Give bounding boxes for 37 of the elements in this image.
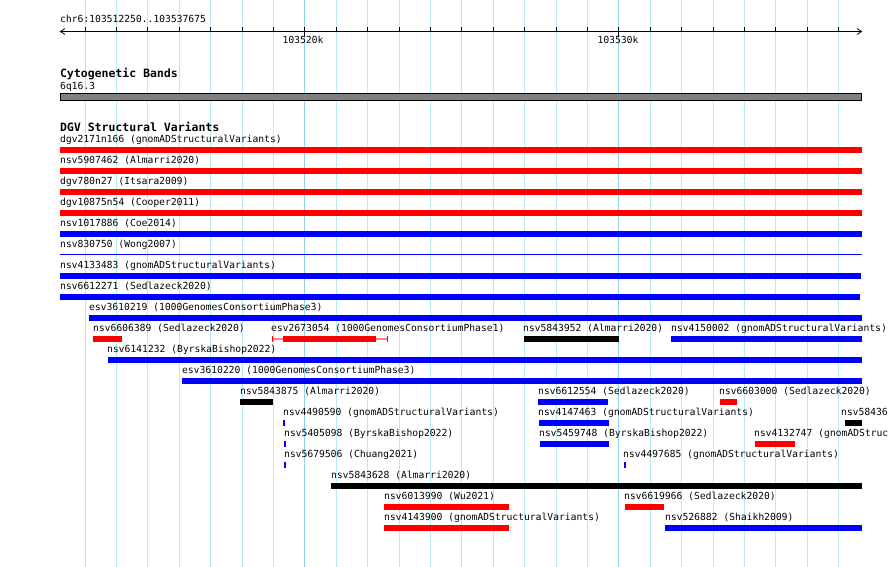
variant-label: nsv4150002 (gnomADStructuralVariants) bbox=[671, 323, 887, 334]
variant-label: nsv4133483 (gnomADStructuralVariants) bbox=[60, 260, 276, 271]
variant-label: nsv5459748 (ByrskaBishop2022) bbox=[539, 428, 708, 439]
track-title: Cytogenetic Bands bbox=[60, 67, 178, 80]
variant-label: dgv2171n166 (gnomADStructuralVariants) bbox=[60, 134, 282, 145]
variant-label: nsv6603000 (Sedlazeck2020) bbox=[719, 386, 871, 397]
variant-label: nsv4497685 (gnomADStructuralVariants) bbox=[623, 449, 839, 460]
variant-label: nsv4132747 (gnomADStruc bbox=[754, 428, 888, 439]
variant-label: nsv830750 (Wong2007) bbox=[60, 239, 177, 250]
variant-label: nsv6141232 (ByrskaBishop2022) bbox=[107, 344, 276, 355]
variant-label: nsv6606389 (Sedlazeck2020) bbox=[93, 323, 245, 334]
variant-label: dgv10875n54 (Cooper2011) bbox=[60, 197, 200, 208]
variant-label: esv3610220 (1000GenomesConsortiumPhase3) bbox=[182, 365, 416, 376]
variant-label: nsv5679506 (Chuang2021) bbox=[284, 449, 418, 460]
tick-label: 103530k bbox=[598, 35, 638, 46]
variant-label: nsv5907462 (Almarri2020) bbox=[60, 155, 200, 166]
variant-label: nsv5843952 (Almarri2020) bbox=[523, 323, 663, 334]
variant-label: dgv780n27 (Itsara2009) bbox=[60, 176, 188, 187]
track-title: DGV Structural Variants bbox=[60, 121, 220, 134]
variant-label: nsv526882 (Shaikh2009) bbox=[665, 512, 794, 523]
variant-label: nsv4490590 (gnomADStructuralVariants) bbox=[283, 407, 499, 418]
variant-label: nsv6612271 (Sedlazeck2020) bbox=[60, 281, 212, 292]
variant-label: nsv6612554 (Sedlazeck2020) bbox=[538, 386, 690, 397]
position-label: chr6:103512250..103537675 bbox=[60, 14, 206, 25]
variant-label: nsv5843875 (Almarri2020) bbox=[240, 386, 380, 397]
variant-label: nsv6619966 (Sedlazeck2020) bbox=[624, 491, 776, 502]
band-label: 6q16.3 bbox=[60, 81, 95, 92]
variant-label: nsv5405098 (ByrskaBishop2022) bbox=[284, 428, 454, 439]
variant-label: nsv1017886 (Coe2014) bbox=[60, 218, 177, 229]
variant-label: esv2673054 (1000GenomesConsortiumPhase1) bbox=[271, 323, 504, 334]
variant-label: nsv6013990 (Wu2021) bbox=[384, 491, 495, 502]
variant-label: nsv5843628 (Almarri2020) bbox=[331, 470, 471, 481]
variant-label: nsv4147463 (gnomADStructuralVariants) bbox=[538, 407, 754, 418]
variant-label: nsv4143900 (gnomADStructuralVariants) bbox=[384, 512, 600, 523]
variant-label: esv3610219 (1000GenomesConsortiumPhase3) bbox=[89, 302, 322, 313]
tick-label: 103520k bbox=[282, 35, 324, 46]
variant-label: nsv58436 bbox=[841, 407, 888, 418]
